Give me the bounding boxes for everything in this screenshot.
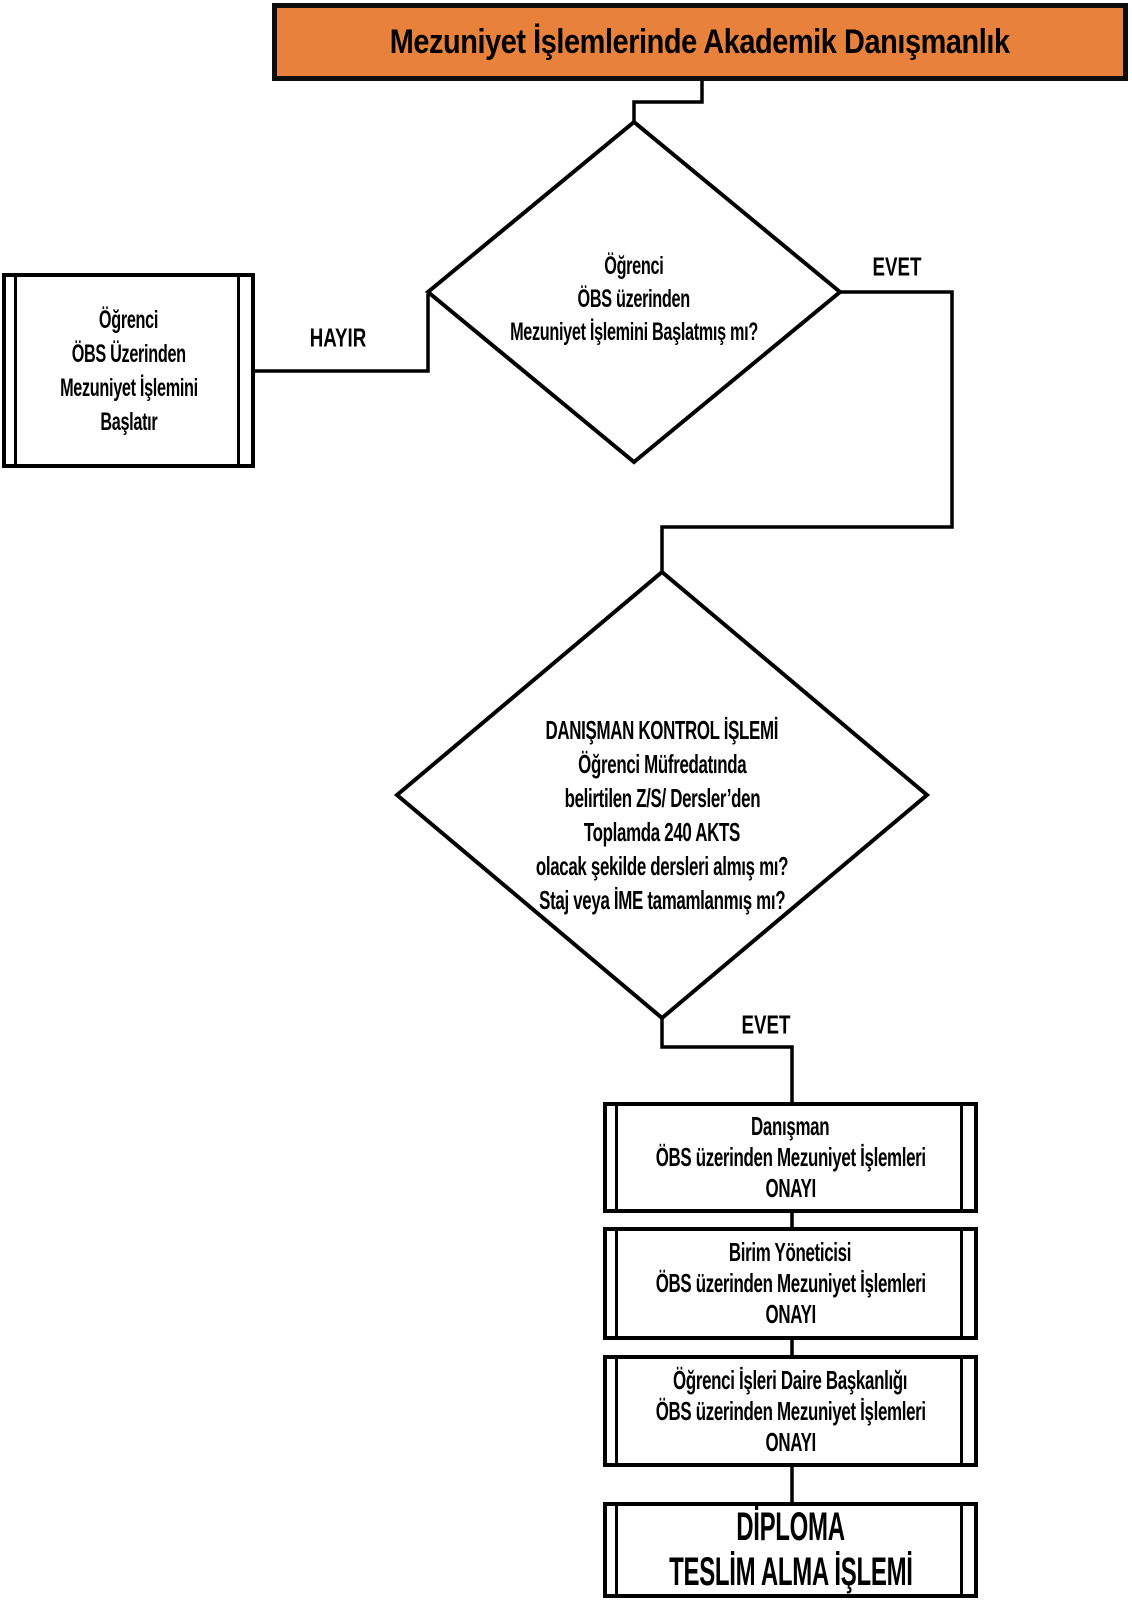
connector-evet-to-approval1 (660, 1016, 794, 1104)
decision1-text: Öğrenci ÖBS üzerinden Mezuniyet İşlemini… (443, 250, 824, 349)
start-box-line-2: ÖBS Üzerinden (71, 339, 186, 368)
start-box-line-1: Öğrenci (98, 305, 159, 334)
approval3-line-3: ONAYI (765, 1426, 816, 1457)
decision2-line-2: Öğrenci Müfredatında (577, 749, 747, 779)
decision1-line-1: Öğrenci (604, 252, 664, 280)
decision2-line-4: Toplamda 240 AKTS (583, 817, 740, 847)
approval2-line-2: ÖBS üzerinden Mezuniyet İşlemleri (655, 1268, 926, 1298)
approval2-inner-left-line (615, 1231, 618, 1336)
approval3-inner-left-line (615, 1359, 618, 1463)
connector-title-to-decision1 (632, 80, 704, 126)
approval3-inner-right-line (960, 1359, 963, 1463)
title-text: Mezuniyet İşlemlerinde Akademik Danışman… (390, 22, 1010, 61)
evet2-text: EVET (741, 1009, 791, 1040)
diploma-box: DİPLOMA TESLİM ALMA İŞLEMİ (603, 1502, 978, 1598)
approval2-text: Birim Yöneticisi ÖBS üzerinden Mezuniyet… (583, 1237, 999, 1330)
diploma-text: DİPLOMA TESLİM ALMA İŞLEMİ (588, 1505, 994, 1595)
evet1-text: EVET (872, 251, 922, 282)
connector-evet-to-decision2 (660, 290, 954, 574)
approval1-line-1: Danışman (751, 1111, 830, 1141)
decision2-line-6: Staj veya İME tamamlanmış mı? (538, 885, 786, 915)
approval1-inner-right-line (960, 1106, 963, 1209)
diploma-inner-left-line (615, 1506, 618, 1594)
approval1-line-3: ONAYI (765, 1173, 816, 1203)
approval-box-danisman: Danışman ÖBS üzerinden Mezuniyet İşlemle… (603, 1102, 978, 1213)
approval2-inner-right-line (960, 1231, 963, 1336)
decision1-diamond-shape (424, 119, 844, 465)
start-box-inner-right-line (237, 277, 240, 464)
approval1-text: Danışman ÖBS üzerinden Mezuniyet İşlemle… (583, 1111, 999, 1204)
title-banner: Mezuniyet İşlemlerinde Akademik Danışman… (272, 3, 1128, 81)
connector-hayir-to-start-box (253, 294, 430, 373)
approval-box-ogrenci-isleri: Öğrenci İşleri Daire Başkanlığı ÖBS üzer… (603, 1355, 978, 1467)
approval1-line-2: ÖBS üzerinden Mezuniyet İşlemleri (655, 1142, 926, 1172)
start-box-text: Öğrenci ÖBS Üzerinden Mezuniyet İşlemini… (23, 303, 235, 439)
decision2-diamond-shape (393, 569, 931, 1021)
hayir-text: HAYIR (309, 322, 367, 353)
edge-label-evet-2: EVET (732, 1010, 800, 1041)
approval2-line-3: ONAYI (765, 1299, 816, 1329)
start-box-line-4: Başlatır (99, 407, 157, 436)
diploma-inner-right-line (960, 1506, 963, 1594)
approval-box-birim-yoneticisi: Birim Yöneticisi ÖBS üzerinden Mezuniyet… (603, 1227, 978, 1340)
start-box-line-3: Mezuniyet İşlemini (59, 373, 198, 402)
edge-label-evet-1: EVET (863, 252, 931, 283)
decision2-line-1: DANIŞMAN KONTROL İŞLEMİ (545, 715, 779, 745)
start-box-inner-left-line (14, 277, 17, 464)
decision1-line-3: Mezuniyet İşlemini Başlatmış mı? (510, 318, 758, 346)
approval2-line-1: Birim Yöneticisi (729, 1237, 852, 1267)
approval3-line-2: ÖBS üzerinden Mezuniyet İşlemleri (655, 1395, 926, 1426)
decision2-line-3: belirtilen Z/S/ Dersler’den (564, 783, 760, 813)
decision1-line-2: ÖBS üzerinden (577, 285, 691, 313)
approval3-line-1: Öğrenci İşleri Daire Başkanlığı (673, 1364, 908, 1395)
diploma-line-1: DİPLOMA (736, 1505, 845, 1549)
decision2-line-5: olacak şekilde dersleri almış mı? (535, 851, 789, 881)
approval3-text: Öğrenci İşleri Daire Başkanlığı ÖBS üzer… (583, 1365, 999, 1458)
edge-label-hayir: HAYIR (299, 323, 378, 354)
approval1-inner-left-line (615, 1106, 618, 1209)
start-process-box: Öğrenci ÖBS Üzerinden Mezuniyet İşlemini… (2, 273, 255, 468)
diploma-line-2: TESLİM ALMA İŞLEMİ (668, 1550, 913, 1594)
decision2-text: DANIŞMAN KONTROL İŞLEMİ Öğrenci Müfredat… (468, 713, 856, 917)
